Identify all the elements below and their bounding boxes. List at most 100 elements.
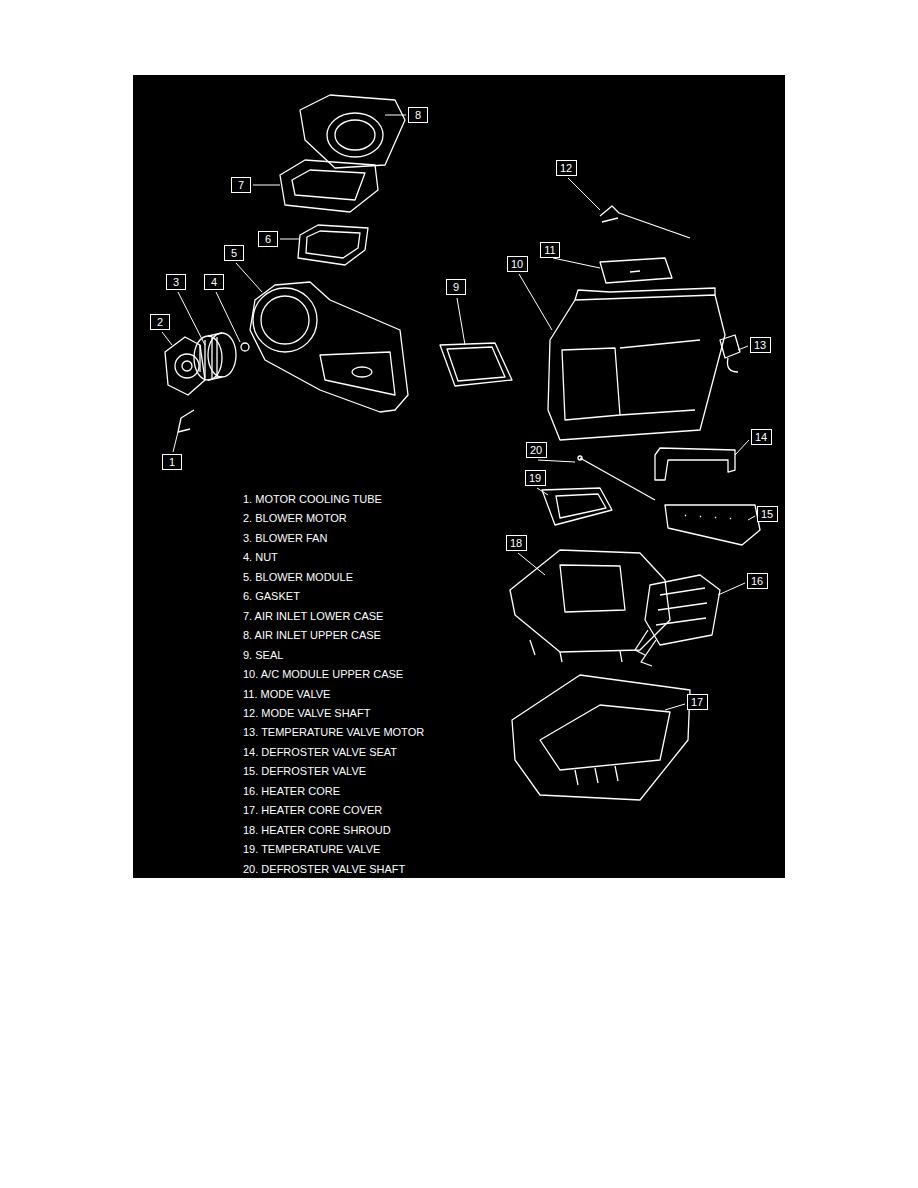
- part-list-entry: 11. MODE VALVE: [243, 688, 330, 701]
- callout-number: 19: [529, 472, 541, 484]
- callout-box: 17: [687, 694, 708, 710]
- temperature-valve: [556, 494, 606, 518]
- part-list-entry: 3. BLOWER FAN: [243, 532, 327, 545]
- leader-line: [665, 704, 685, 710]
- part-list-entry: 17. HEATER CORE COVER: [243, 804, 382, 817]
- callout-box: 13: [750, 337, 771, 353]
- heater-core-shroud: [530, 640, 622, 662]
- part-list-entry: 7. AIR INLET LOWER CASE: [243, 610, 383, 623]
- leader-line: [162, 332, 172, 345]
- blower-motor: [165, 337, 205, 395]
- air-inlet-upper-case: [300, 95, 405, 168]
- leader-line: [538, 460, 575, 462]
- callout-number: 8: [415, 109, 421, 121]
- callout-box: 16: [747, 573, 768, 589]
- leader-line: [738, 346, 748, 350]
- part-list-entry: 19. TEMPERATURE VALVE: [243, 843, 380, 856]
- callout-number: 6: [265, 233, 271, 245]
- part-list-entry: 1. MOTOR COOLING TUBE: [243, 493, 382, 506]
- part-list-entry: 9. SEAL: [243, 649, 283, 662]
- defroster-valve-shaft: [578, 456, 655, 500]
- temperature-valve-motor: [727, 358, 738, 372]
- air-inlet-lower-case: [280, 160, 378, 212]
- part-list-entry: 20. DEFROSTER VALVE SHAFT: [243, 863, 405, 876]
- callout-box: 3: [166, 274, 186, 290]
- callout-number: 13: [754, 339, 766, 351]
- callout-box: 1: [162, 454, 182, 470]
- air-inlet-upper-case: [300, 95, 405, 168]
- callout-number: 4: [211, 276, 217, 288]
- callout-box: 15: [757, 506, 778, 522]
- callout-number: 14: [755, 431, 767, 443]
- ac-module-upper-case: [548, 295, 725, 440]
- leader-line: [518, 553, 545, 575]
- callout-number: 9: [453, 281, 459, 293]
- callout-box: 14: [751, 429, 772, 445]
- part-list-entry: 2. BLOWER MOTOR: [243, 512, 347, 525]
- mode-valve-shaft: [600, 206, 690, 238]
- part-list-entry: 13. TEMPERATURE VALVE MOTOR: [243, 726, 424, 739]
- callout-number: 10: [511, 258, 523, 270]
- heater-core-cover: [512, 675, 690, 800]
- blower-fan: [194, 336, 222, 380]
- callout-number: 7: [238, 179, 244, 191]
- motor-cooling-tube: [178, 410, 194, 432]
- temperature-valve: [542, 488, 612, 525]
- heater-core: [635, 630, 656, 666]
- callout-number: 2: [157, 316, 163, 328]
- temperature-valve: [542, 488, 612, 525]
- gasket: [298, 225, 368, 265]
- motor-cooling-tube: [178, 410, 194, 432]
- leader-line: [457, 298, 465, 345]
- heater-core: [635, 575, 720, 666]
- mode-valve-shaft: [602, 218, 618, 222]
- callout-number: 11: [544, 244, 555, 256]
- blower-module: [250, 282, 408, 412]
- air-inlet-upper-case: [327, 113, 383, 157]
- leader-line: [173, 432, 178, 452]
- blower-fan: [194, 333, 236, 380]
- part-list-entry: 6. GASKET: [243, 590, 300, 603]
- part-list-entry: 10. A/C MODULE UPPER CASE: [243, 668, 403, 681]
- callout-number: 12: [560, 162, 572, 174]
- leader-line: [178, 292, 205, 345]
- callout-box: 6: [258, 231, 278, 247]
- leader-line: [718, 583, 745, 595]
- blower-fan: [200, 333, 222, 380]
- part-list-entry: 16. HEATER CORE: [243, 785, 340, 798]
- ac-module-upper-case: [562, 348, 620, 420]
- callout-number: 17: [691, 696, 703, 708]
- ac-module-upper-case: [620, 340, 700, 415]
- blower-motor: [165, 337, 205, 395]
- heater-core-shroud: [510, 550, 670, 652]
- leader-line: [216, 292, 240, 342]
- ac-module-upper-case: [548, 288, 725, 440]
- callout-box: 7: [231, 177, 251, 193]
- part-list-entry: 8. AIR INLET UPPER CASE: [243, 629, 381, 642]
- black-panel: [133, 75, 785, 878]
- callout-number: 5: [231, 247, 237, 259]
- part-list-entry: 5. BLOWER MODULE: [243, 571, 353, 584]
- leader-line: [735, 440, 749, 455]
- blower-motor: [175, 354, 199, 378]
- part-list-entry: 14. DEFROSTER VALVE SEAT: [243, 746, 397, 759]
- temperature-valve-motor: [720, 335, 740, 358]
- callout-box: 9: [446, 279, 466, 295]
- mode-valve-shaft: [600, 206, 690, 238]
- leader-line: [253, 185, 280, 186]
- blower-module: [320, 352, 395, 395]
- callout-number: 3: [173, 276, 179, 288]
- callout-box: 19: [525, 470, 546, 486]
- callout-box: 4: [204, 274, 224, 290]
- temperature-valve-motor: [720, 335, 740, 372]
- defroster-valve: [665, 505, 760, 545]
- heater-core: [645, 575, 720, 645]
- callout-box: 12: [556, 160, 577, 176]
- mode-valve: [600, 258, 672, 283]
- defroster-valve: [685, 515, 731, 519]
- ac-module-upper-case: [575, 288, 715, 300]
- leader-line: [568, 178, 600, 210]
- blower-module: [352, 367, 372, 377]
